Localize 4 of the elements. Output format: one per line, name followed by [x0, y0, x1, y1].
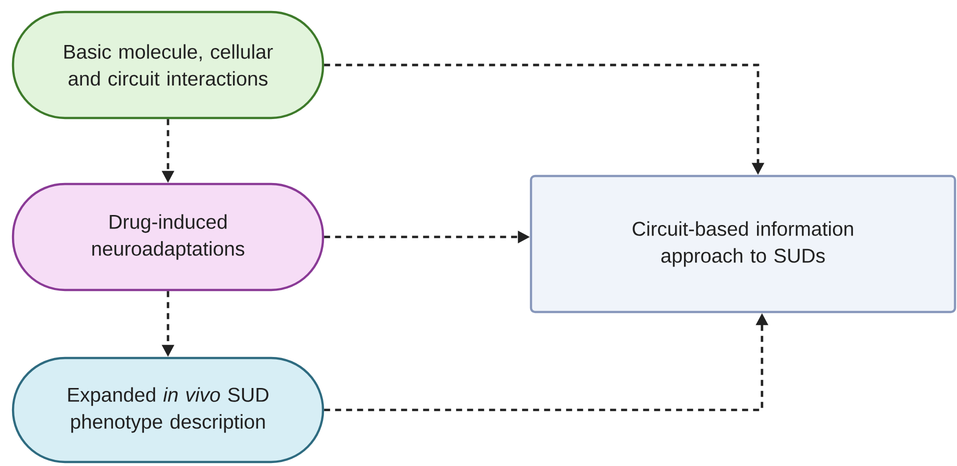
- process-box: Circuit-based information approach to SUDs: [530, 174, 956, 314]
- pill-box: Basic molecule, cellular and circuit interactions: [12, 10, 324, 120]
- pill-box: Expanded in vivo SUD phenotype description: [12, 356, 324, 464]
- pill-box: Drug-induced neuroadaptations: [12, 182, 324, 292]
